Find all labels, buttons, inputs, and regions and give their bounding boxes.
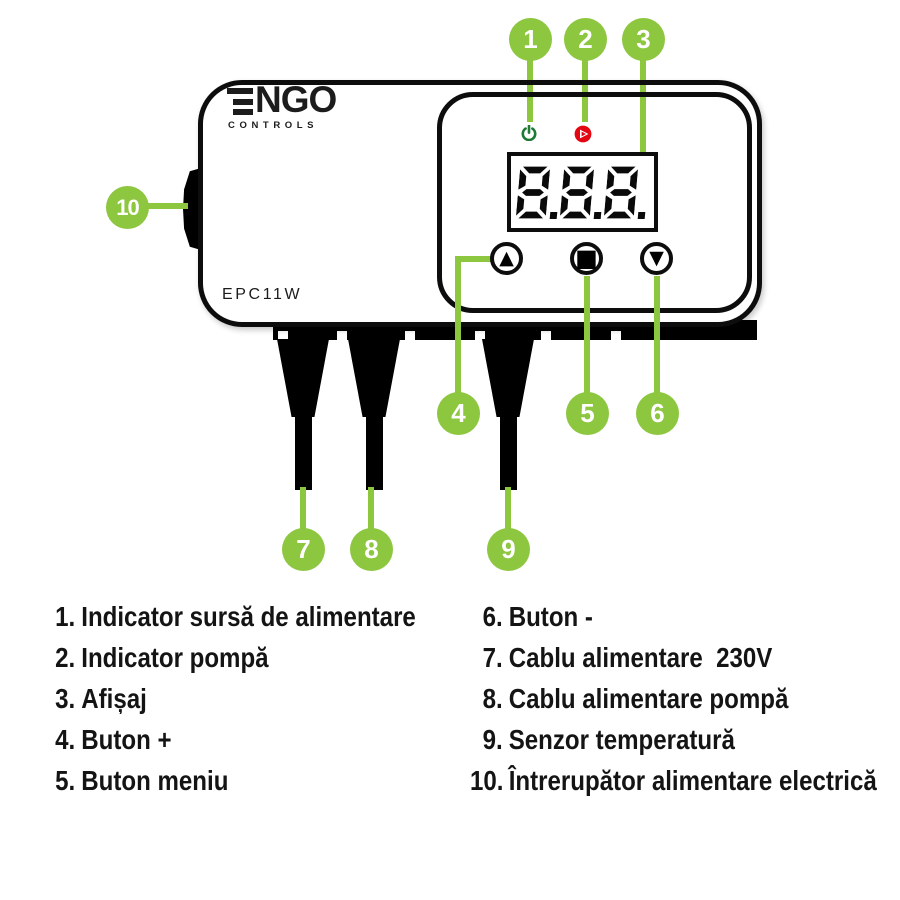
callout-2: 2 xyxy=(564,18,607,61)
legend-item-8: 8. Cablu alimentare pompă xyxy=(470,678,877,719)
legend-label: Cablu alimentare 230V xyxy=(508,642,773,673)
minus-button: ▼ xyxy=(640,242,673,275)
power-led-icon xyxy=(521,124,537,142)
callout-line xyxy=(368,487,374,531)
seven-segment-display xyxy=(515,166,650,219)
power-cable-230v xyxy=(295,405,312,490)
legend-label: Cablu alimentare pompă xyxy=(508,683,789,714)
brand-name: NGO xyxy=(255,79,337,120)
menu-button: ■ xyxy=(570,242,603,275)
arrow-up-icon: ▲ xyxy=(499,247,514,269)
arrow-down-icon: ▼ xyxy=(649,247,664,269)
legend-label: Senzor temperatură xyxy=(508,724,735,755)
square-icon: ■ xyxy=(575,243,598,272)
legend-number: 7. xyxy=(482,642,503,673)
callout-4: 4 xyxy=(437,392,480,435)
callout-line xyxy=(456,256,492,262)
callout-7: 7 xyxy=(282,528,325,571)
callout-10: 10 xyxy=(106,186,149,229)
model-label: EPC11W xyxy=(222,286,303,303)
bottom-notch xyxy=(405,331,415,340)
callout-9: 9 xyxy=(487,528,530,571)
bottom-notch xyxy=(278,331,288,340)
callout-line xyxy=(527,57,533,80)
callout-8: 8 xyxy=(350,528,393,571)
legend-left-column: 1. Indicator sursă de alimentare 2. Indi… xyxy=(46,596,476,801)
callout-3: 3 xyxy=(622,18,665,61)
callout-line xyxy=(640,97,646,152)
legend-number: 5. xyxy=(55,765,76,796)
brand-subtitle: CONTROLS xyxy=(228,120,319,131)
callout-6: 6 xyxy=(636,392,679,435)
bottom-notch xyxy=(541,331,551,340)
legend-item-6: 6. Buton - xyxy=(470,596,877,637)
legend-item-9: 9. Senzor temperatură xyxy=(470,719,877,760)
callout-line xyxy=(505,487,511,531)
legend-number: 1. xyxy=(55,601,76,632)
legend-label: Indicator sursă de alimentare xyxy=(81,601,416,632)
cable-gland xyxy=(482,339,534,417)
bottom-notch xyxy=(337,331,347,340)
legend-number: 9. xyxy=(482,724,503,755)
legend-item-4: 4. Buton + xyxy=(46,719,416,760)
engo-e-icon xyxy=(227,88,253,115)
callout-line xyxy=(654,276,660,394)
callout-line xyxy=(640,85,646,92)
cable-gland xyxy=(348,339,400,417)
callout-line xyxy=(527,85,533,92)
callout-1: 1 xyxy=(509,18,552,61)
legend-label: Indicator pompă xyxy=(81,642,269,673)
plus-button: ▲ xyxy=(490,242,523,275)
legend-right-column: 6. Buton - 7. Cablu alimentare 230V 8. C… xyxy=(470,596,900,801)
legend-item-3: 3. Afișaj xyxy=(46,678,416,719)
callout-line xyxy=(582,57,588,80)
pump-led-icon xyxy=(574,125,592,143)
temperature-sensor-cable xyxy=(500,405,517,490)
legend-number: 10. xyxy=(470,765,504,796)
legend-item-2: 2. Indicator pompă xyxy=(46,637,416,678)
bottom-notch xyxy=(611,331,621,340)
legend-label: Afișaj xyxy=(81,683,147,714)
pump-power-cable xyxy=(366,405,383,490)
callout-line xyxy=(584,276,590,394)
brand-logo: NGO CONTROLS xyxy=(227,81,337,132)
legend-number: 2. xyxy=(55,642,76,673)
callout-line xyxy=(582,97,588,122)
legend-item-5: 5. Buton meniu xyxy=(46,760,416,801)
callout-5: 5 xyxy=(566,392,609,435)
legend-number: 3. xyxy=(55,683,76,714)
legend-number: 6. xyxy=(482,601,503,632)
callout-line xyxy=(640,57,646,80)
bottom-notch xyxy=(475,331,485,340)
display-frame xyxy=(507,152,658,232)
legend-label: Buton - xyxy=(508,601,593,632)
legend-number: 8. xyxy=(482,683,503,714)
legend-item-10: 10. Întrerupător alimentare electrică xyxy=(470,760,877,801)
callout-line xyxy=(455,256,461,394)
callout-line xyxy=(300,487,306,531)
callout-line xyxy=(147,203,188,209)
callout-line xyxy=(527,97,533,122)
power-switch xyxy=(183,168,201,250)
callout-line xyxy=(582,85,588,92)
legend-label: Întrerupător alimentare electrică xyxy=(508,765,877,796)
legend-number: 4. xyxy=(55,724,76,755)
legend-item-7: 7. Cablu alimentare 230V xyxy=(470,637,877,678)
legend-label: Buton meniu xyxy=(81,765,229,796)
cable-gland xyxy=(277,339,329,417)
legend-label: Buton + xyxy=(81,724,172,755)
legend-item-1: 1. Indicator sursă de alimentare xyxy=(46,596,416,637)
